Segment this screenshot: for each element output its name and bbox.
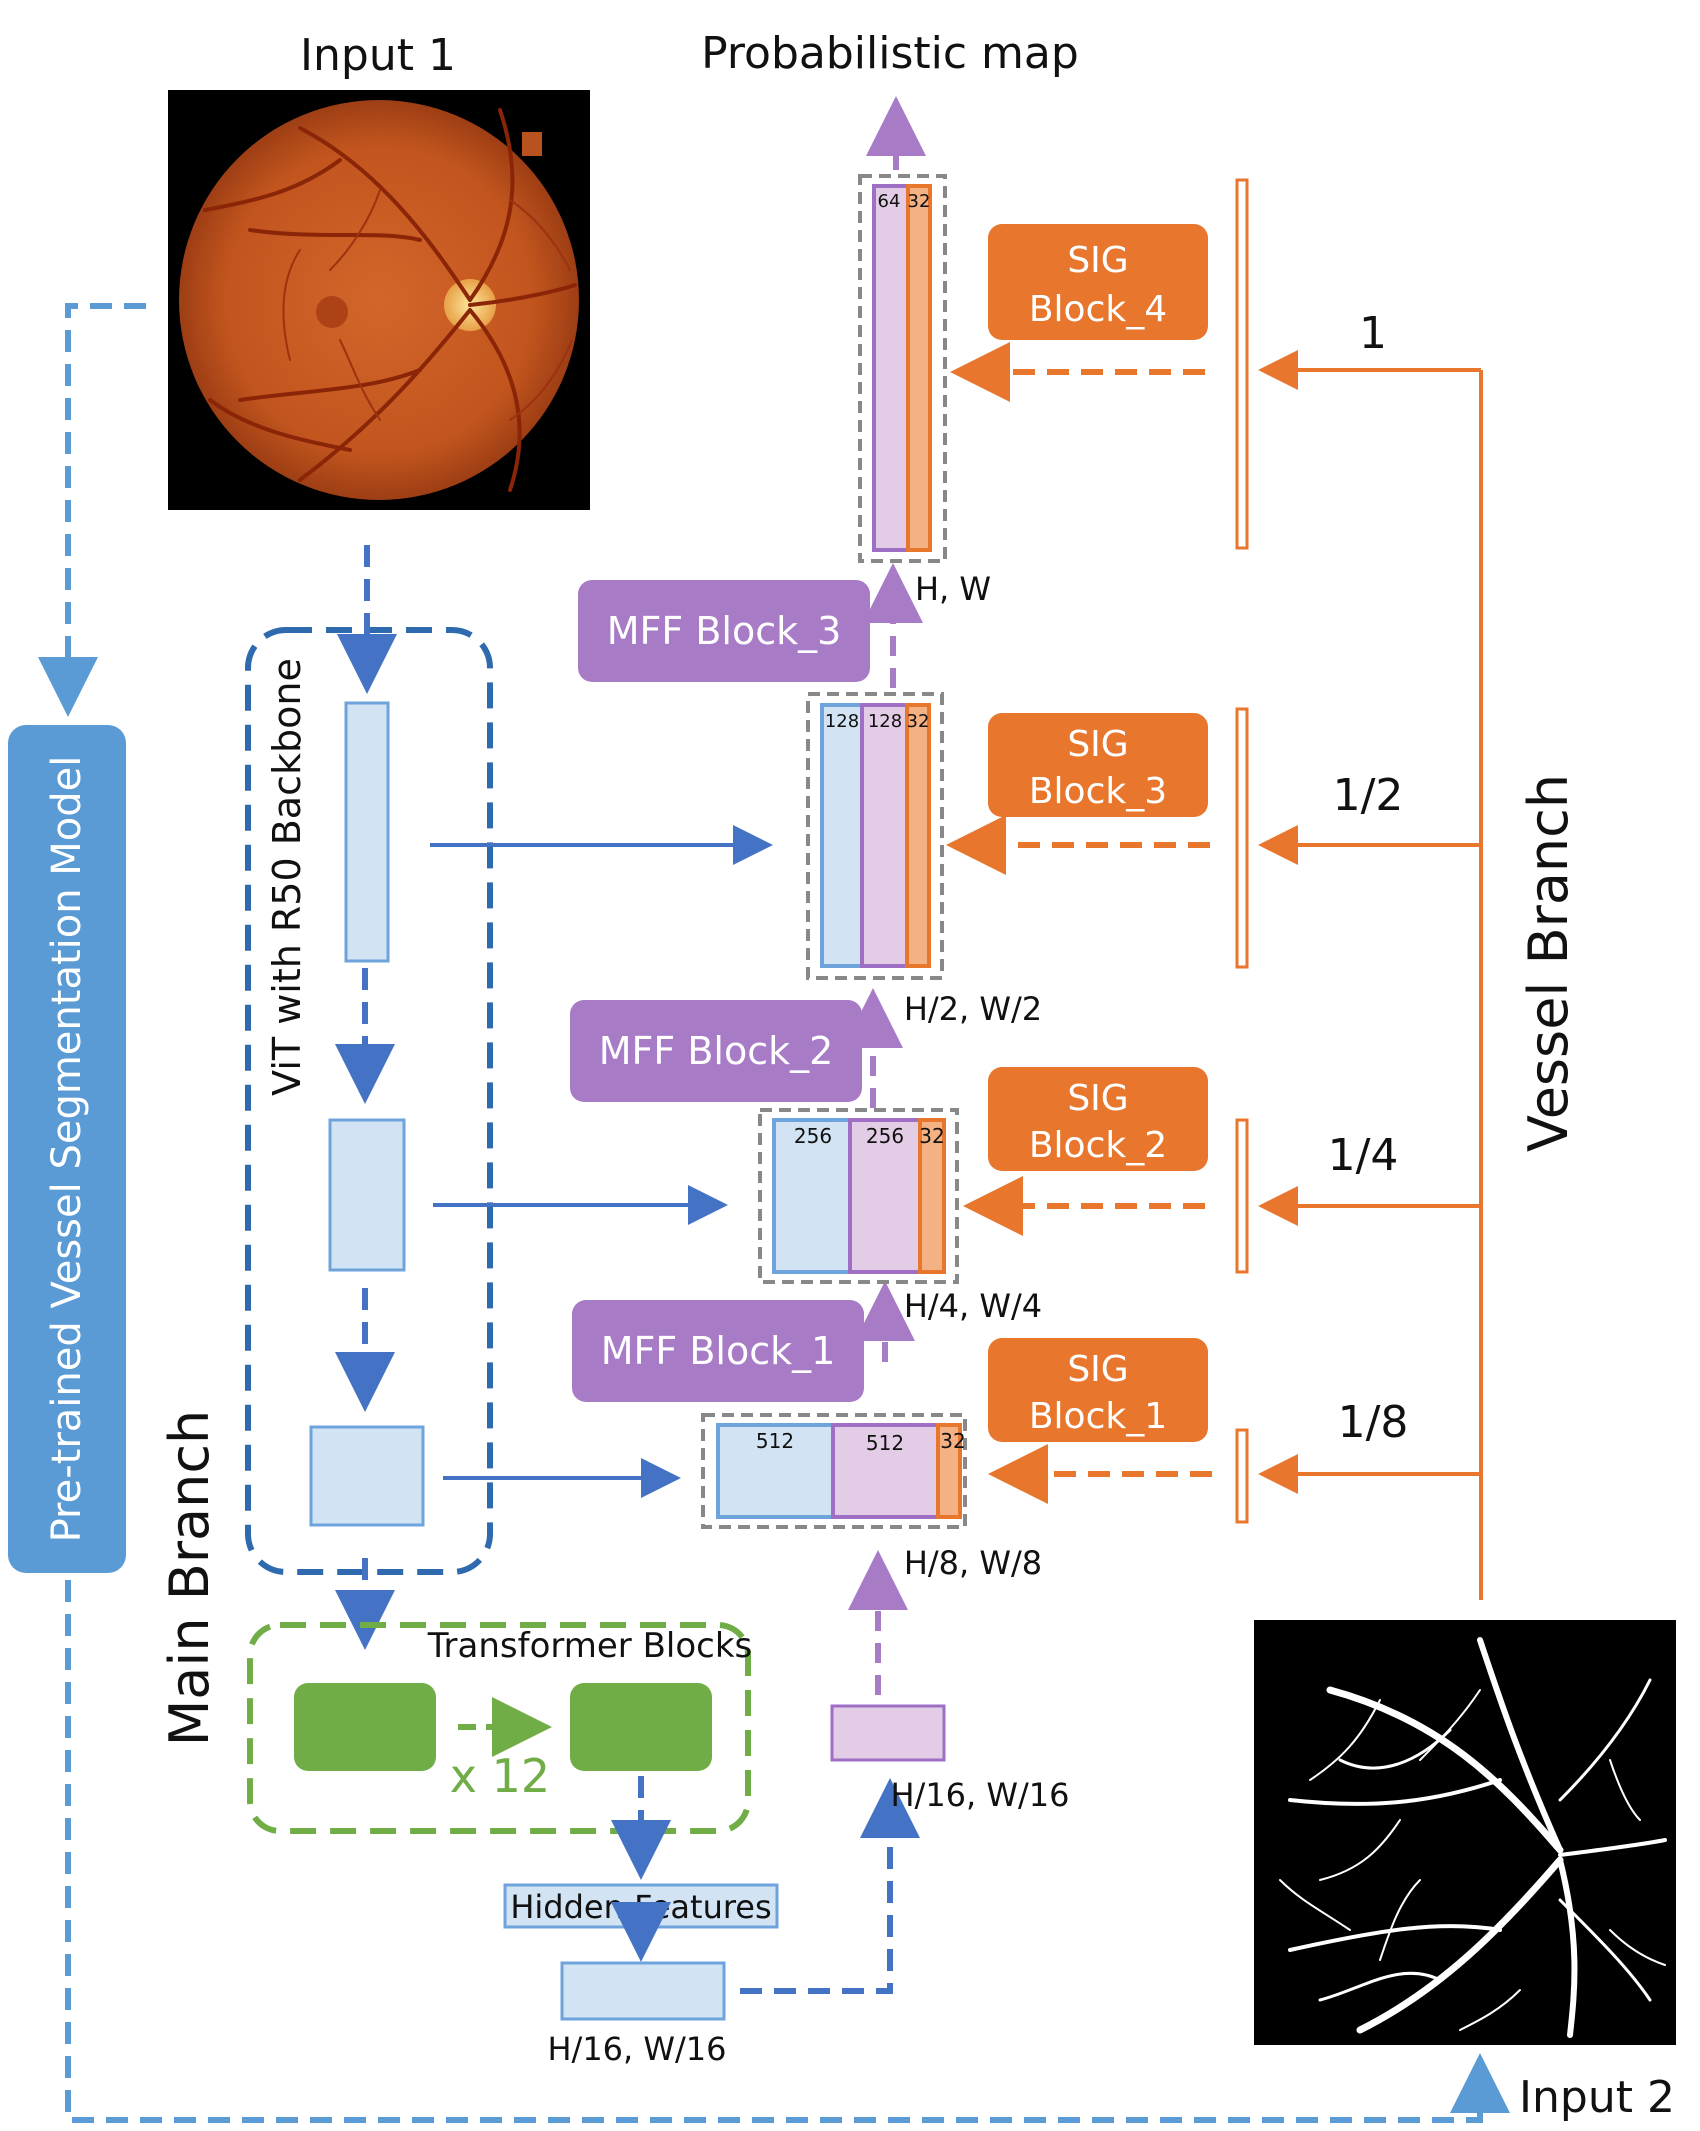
scale-label-2: 1/4 xyxy=(1328,1130,1399,1181)
hidden-features-label: Hidden Features xyxy=(510,1888,771,1926)
decoder-stage-4-purple-channels: 64 xyxy=(878,191,901,212)
vessel-feature-bar-4 xyxy=(1235,178,1249,550)
decoder-stage-1-orange-channels: 32 xyxy=(940,1429,965,1453)
decoder-stage-1-blue-channels: 512 xyxy=(756,1429,794,1453)
sig-block-4-line1: SIG xyxy=(1067,240,1128,281)
mff-block-3-box xyxy=(578,580,870,682)
pretrained-to-input2-arrow xyxy=(65,1580,1510,2123)
sig-block-1-line2: Block_1 xyxy=(1029,1396,1167,1437)
mff-block-3-label: MFF Block_3 xyxy=(607,609,842,653)
sig-block-2-line1: SIG xyxy=(1067,1078,1128,1119)
probabilistic-map-title: Probabilistic map xyxy=(701,28,1079,79)
sig-block-2-line2: Block_2 xyxy=(1029,1125,1167,1166)
bottleneck-size-label: H/16, W/16 xyxy=(547,2030,726,2068)
transformer-blocks-label: Transformer Blocks xyxy=(427,1626,753,1666)
decoder-stage-4-size: H, W xyxy=(915,570,991,608)
decoder-stage-3: 128 128 32 xyxy=(806,692,944,980)
pretrained-model-box xyxy=(8,725,126,1573)
decoder-stage-2-size: H/4, W/4 xyxy=(904,1287,1042,1325)
transformer-block-last xyxy=(570,1683,712,1771)
sig-block-3-line2: Block_3 xyxy=(1029,771,1167,812)
decoder-stage-1-purple-channels: 512 xyxy=(866,1431,904,1455)
vessel-feature-bar-1 xyxy=(1235,1428,1249,1524)
decoder-stage-3-orange-channels: 32 xyxy=(907,711,930,732)
decoder-stage-2-blue-channels: 256 xyxy=(794,1124,832,1148)
scale-label-4: 1 xyxy=(1359,308,1387,359)
vessel-feature-bar-2 xyxy=(1235,1118,1249,1274)
mff-block-2-label: MFF Block_2 xyxy=(599,1029,834,1073)
decoder-stage-3-blue-channels: 128 xyxy=(825,711,859,732)
mff-block-2-box xyxy=(570,1000,862,1102)
pretrained-model-label: Pre-trained Vessel Segmentation Model xyxy=(44,756,90,1543)
encoder-block-2 xyxy=(328,1118,406,1272)
sig-block-1-line1: SIG xyxy=(1067,1349,1128,1390)
decoder-stage-3-size: H/2, W/2 xyxy=(904,990,1042,1028)
mff-block-1-box xyxy=(572,1300,864,1402)
input1-label: Input 1 xyxy=(300,30,456,81)
bottleneck-to-bridge-arrow xyxy=(740,1778,920,1994)
bridge-size-label: H/16, W/16 xyxy=(890,1776,1069,1814)
decoder-stage-3-purple-channels: 128 xyxy=(868,711,902,732)
decoder-stage-1-size: H/8, W/8 xyxy=(904,1544,1042,1582)
decoder-stage-4-orange-channels: 32 xyxy=(908,191,931,212)
input2-vessel-mask xyxy=(1254,1620,1676,2045)
sig-block-1: SIG Block_1 xyxy=(988,1338,1208,1442)
scale-label-1: 1/8 xyxy=(1338,1397,1409,1448)
transformer-blocks-region xyxy=(247,1622,751,1834)
vit-backbone-label: ViT with R50 Backbone xyxy=(265,658,309,1096)
vessel-feature-bar-3 xyxy=(1235,707,1249,969)
main-branch-label: Main Branch xyxy=(158,1410,221,1747)
encoder-block-3 xyxy=(309,1425,425,1527)
input1-to-pretrained-arrow xyxy=(38,303,146,717)
sig-block-4-line2: Block_4 xyxy=(1029,289,1167,330)
decoder-stage-2: 256 256 32 xyxy=(758,1108,959,1284)
sig-block-3-line1: SIG xyxy=(1067,724,1128,765)
sig-block-4: SIG Block_4 xyxy=(988,224,1208,340)
input2-label: Input 2 xyxy=(1519,2072,1675,2123)
bottleneck-feature-box xyxy=(560,1961,726,2021)
mff-block-1-label: MFF Block_1 xyxy=(601,1329,836,1373)
sig-block-3: SIG Block_3 xyxy=(988,713,1208,817)
encoder-block-1 xyxy=(344,701,390,963)
transformer-block-first xyxy=(294,1683,436,1771)
repeat-count-label: x 12 xyxy=(450,1749,550,1803)
decoder-stage-4: 64 32 xyxy=(858,174,947,563)
decoder-stage-1: 512 512 32 xyxy=(701,1413,967,1529)
vessel-branch-label: Vessel Branch xyxy=(1517,774,1580,1152)
decoder-stage-2-orange-channels: 32 xyxy=(919,1124,944,1148)
sig-block-2: SIG Block_2 xyxy=(988,1067,1208,1171)
bridge-feature-box xyxy=(830,1704,946,1762)
scale-label-3: 1/2 xyxy=(1333,770,1404,821)
input1-fundus-image xyxy=(168,90,590,510)
decoder-stage-2-purple-channels: 256 xyxy=(866,1124,904,1148)
